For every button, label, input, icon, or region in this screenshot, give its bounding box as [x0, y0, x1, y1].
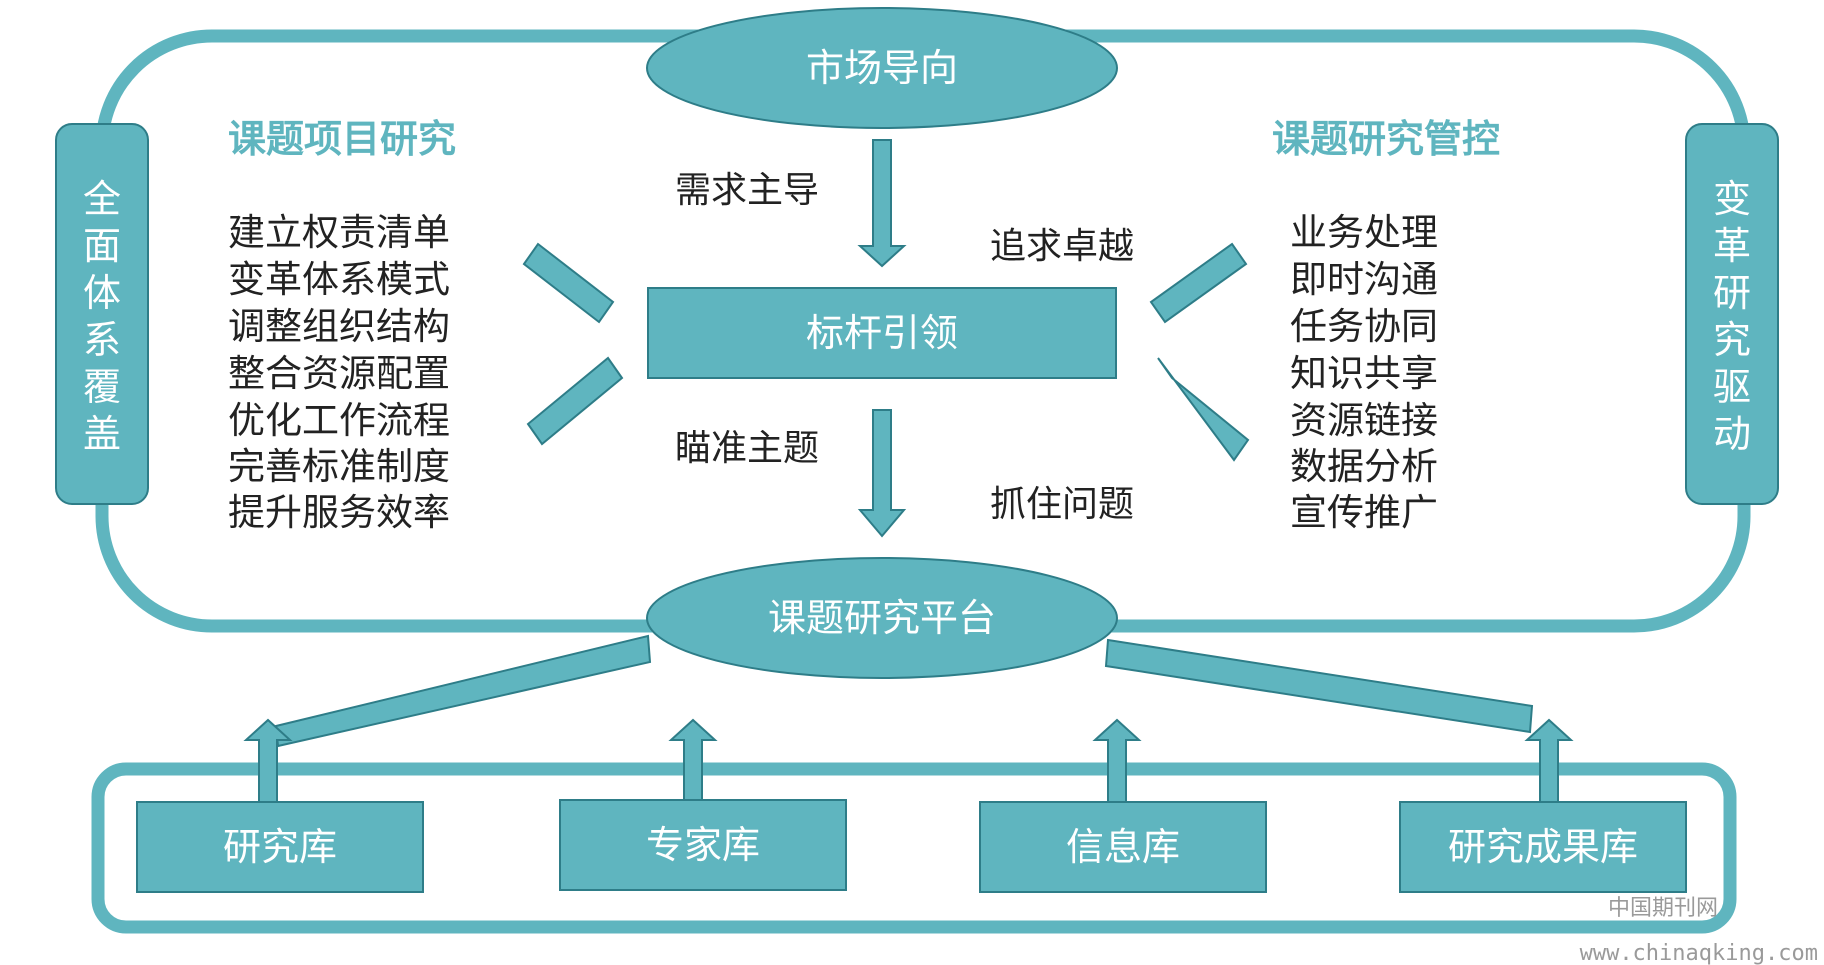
flow-label-demand: 需求主导	[675, 170, 819, 211]
left-list-item: 优化工作流程	[228, 399, 450, 442]
flow-label-aim: 瞄准主题	[675, 428, 819, 469]
connector-upper-left	[522, 242, 615, 324]
db-label-info: 信息库	[1066, 825, 1180, 869]
db-box-expert	[559, 799, 847, 891]
down-arrow-bottom	[857, 409, 907, 538]
up-arrow-research	[243, 718, 293, 803]
connector-lower-left	[526, 356, 624, 446]
left-list-item: 建立权责清单	[228, 211, 450, 254]
right-list-item: 知识共享	[1290, 352, 1438, 395]
left-title: 课题项目研究	[228, 117, 456, 161]
db-label-results: 研究成果库	[1448, 825, 1638, 869]
center-connectors	[522, 242, 1250, 462]
left-list-item: 变革体系模式	[228, 258, 450, 301]
right-list-item: 业务处理	[1290, 211, 1438, 254]
platform-node-ellipse	[646, 557, 1118, 679]
up-arrow-results	[1524, 718, 1574, 803]
right-title: 课题研究管控	[1272, 117, 1500, 161]
platform-node-label: 课题研究平台	[768, 596, 996, 640]
left-side-char: 覆	[83, 365, 121, 409]
right-side-char: 研	[1713, 271, 1751, 315]
flow-label-grasp: 抓住问题	[990, 484, 1134, 525]
right-side-char: 变	[1713, 177, 1751, 221]
right-side-bar-text: 变 革 研 究 驱 动	[1713, 177, 1751, 456]
left-side-char: 盖	[83, 412, 121, 456]
db-box-research	[136, 801, 424, 893]
db-box-results	[1399, 801, 1687, 893]
center-node-rect	[647, 287, 1117, 379]
right-side-bar	[1685, 123, 1779, 505]
connector-lower-right	[1157, 357, 1250, 462]
down-arrow-top	[857, 139, 907, 268]
right-side-char: 驱	[1713, 365, 1751, 409]
right-list-item: 资源链接	[1290, 399, 1438, 442]
up-arrow-expert	[668, 718, 718, 803]
right-list-item: 任务协同	[1290, 305, 1438, 348]
right-side-char: 革	[1713, 224, 1751, 268]
left-side-bar	[55, 123, 149, 505]
database-arrows	[243, 718, 1574, 803]
left-list-item: 调整组织结构	[228, 305, 450, 348]
left-side-char: 体	[83, 271, 121, 315]
band-right	[1104, 638, 1534, 734]
right-list-item: 即时沟通	[1290, 258, 1438, 301]
db-label-research: 研究库	[223, 825, 337, 869]
connector-upper-right	[1149, 242, 1248, 324]
db-box-info	[979, 801, 1267, 893]
left-side-char: 系	[83, 318, 121, 362]
right-side-char: 究	[1713, 318, 1751, 362]
left-list: 建立权责清单 变革体系模式 调整组织结构 整合资源配置 优化工作流程 完善标准制…	[228, 211, 450, 534]
top-node-label: 市场导向	[806, 46, 958, 90]
left-side-char: 面	[83, 224, 121, 268]
left-list-item: 整合资源配置	[228, 352, 450, 395]
watermark-line1: 中国期刊网	[1608, 896, 1718, 921]
right-list: 业务处理 即时沟通 任务协同 知识共享 资源链接 数据分析 宣传推广	[1290, 211, 1438, 534]
left-side-bar-text: 全 面 体 系 覆 盖	[83, 177, 121, 456]
up-arrow-info	[1092, 718, 1142, 803]
database-boxes: 研究库 专家库 信息库 研究成果库	[136, 799, 1687, 893]
center-node-label: 标杆引领	[806, 311, 958, 355]
band-left	[274, 634, 652, 748]
left-side-char: 全	[83, 177, 121, 221]
database-frame	[91, 762, 1737, 934]
db-label-expert: 专家库	[646, 823, 760, 867]
top-node-ellipse	[646, 7, 1118, 129]
watermark-line2: www.chinaqking.com	[1580, 941, 1818, 965]
right-list-item: 数据分析	[1290, 445, 1438, 488]
left-list-item: 提升服务效率	[228, 491, 450, 534]
right-list-item: 宣传推广	[1290, 491, 1438, 534]
right-side-char: 动	[1713, 412, 1751, 456]
left-list-item: 完善标准制度	[228, 445, 450, 488]
flow-label-excellence: 追求卓越	[990, 226, 1134, 267]
